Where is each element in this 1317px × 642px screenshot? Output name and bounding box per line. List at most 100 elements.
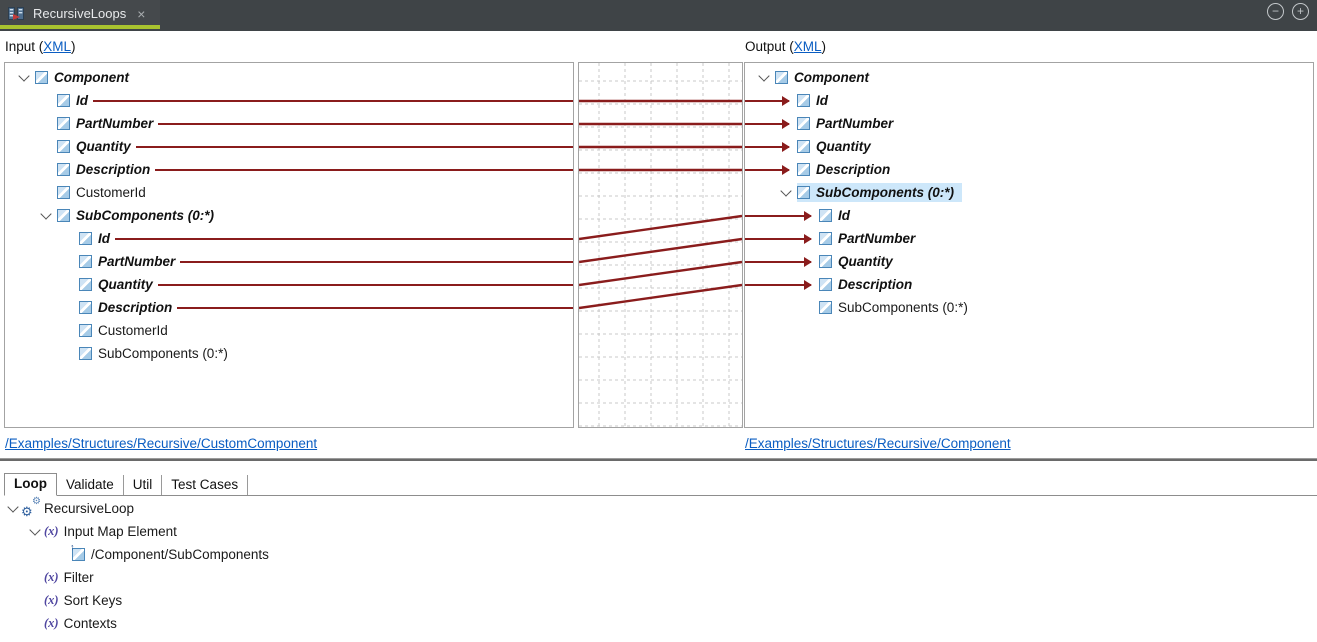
element-icon	[819, 278, 832, 291]
tree-item-sub-partnumber[interactable]: PartNumber	[5, 250, 573, 273]
function-icon: (x)	[44, 524, 59, 538]
input-tree-panel: Component Id PartNumber Quantity Descrip…	[4, 62, 574, 428]
tab-loop[interactable]: Loop	[4, 473, 57, 496]
element-icon	[79, 301, 92, 314]
tree-item-partnumber[interactable]: PartNumber	[5, 112, 573, 135]
chevron-down-icon[interactable]	[26, 529, 44, 534]
element-icon	[79, 232, 92, 245]
input-label: Input (	[5, 39, 44, 54]
chevron-down-icon[interactable]	[35, 213, 57, 218]
active-tab-underline	[0, 25, 160, 29]
element-icon	[797, 94, 810, 107]
horizontal-splitter[interactable]	[0, 458, 1317, 461]
tab-util[interactable]: Util	[124, 475, 163, 495]
tree-item-sub-quantity[interactable]: Quantity	[745, 250, 1313, 273]
tab-validate[interactable]: Validate	[57, 475, 124, 495]
tree-item-contexts[interactable]: (x) Contexts	[44, 616, 117, 631]
element-icon	[79, 278, 92, 291]
document-tab-recursiveloops[interactable]: RecursiveLoops ×	[0, 0, 160, 27]
output-label: Output (	[745, 39, 794, 54]
chevron-down-icon[interactable]	[4, 506, 22, 511]
mapping-line	[115, 237, 573, 240]
tree-item-component[interactable]: Component	[5, 66, 573, 89]
tree-item-component[interactable]: Component	[745, 66, 1313, 89]
tree-item-filter[interactable]: (x) Filter	[44, 570, 94, 585]
function-icon: (x)	[44, 570, 59, 584]
tree-item-quantity[interactable]: Quantity	[5, 135, 573, 158]
chevron-down-icon[interactable]	[775, 190, 797, 195]
mapping-canvas[interactable]	[578, 62, 743, 428]
tree-item-sub-customerid[interactable]: CustomerId	[5, 319, 573, 342]
tree-item-sub-subcomponents[interactable]: SubComponents (0:*)	[5, 342, 573, 365]
input-header: Input (XML)	[5, 39, 76, 54]
element-icon	[797, 186, 810, 199]
tree-item-recursiveloop[interactable]: ⚙⚙ RecursiveLoop	[0, 496, 1317, 520]
titlebar: RecursiveLoops × − +	[0, 0, 1317, 31]
mapping-tab-icon	[8, 6, 25, 22]
input-structure-link[interactable]: /Examples/Structures/Recursive/CustomCom…	[5, 436, 318, 451]
tree-item-component-subcomponents-path[interactable]: ↑ /Component/SubComponents	[70, 542, 269, 562]
element-icon	[57, 117, 70, 130]
mapping-line	[158, 122, 573, 125]
tree-item-input-map-element[interactable]: (x) Input Map Element	[0, 520, 1317, 543]
element-icon	[819, 301, 832, 314]
tree-item-customerid[interactable]: CustomerId	[5, 181, 573, 204]
element-icon	[79, 255, 92, 268]
minimize-icon[interactable]: −	[1267, 3, 1284, 20]
chevron-down-icon[interactable]	[13, 75, 35, 80]
mapping-line	[157, 283, 573, 286]
tree-item-id[interactable]: Id	[745, 89, 1313, 112]
element-icon	[57, 140, 70, 153]
tree-item-description[interactable]: Description	[5, 158, 573, 181]
tree-item-sub-id[interactable]: Id	[5, 227, 573, 250]
mapping-arrow	[745, 118, 790, 129]
tree-item-sort-keys[interactable]: (x) Sort Keys	[44, 593, 123, 608]
mapping-line	[135, 145, 573, 148]
output-header: Output (XML)	[745, 39, 826, 54]
tree-item-sub-subcomponents[interactable]: SubComponents (0:*)	[745, 296, 1313, 319]
tab-test-cases[interactable]: Test Cases	[162, 475, 249, 495]
paren: )	[71, 39, 76, 54]
tree-item-subcomponents-selected[interactable]: SubComponents (0:*)	[745, 181, 1313, 204]
window-controls: − +	[1267, 3, 1309, 20]
mapping-line	[155, 168, 573, 171]
output-structure-link[interactable]: /Examples/Structures/Recursive/Component	[745, 436, 1011, 451]
close-icon[interactable]: ×	[137, 5, 146, 22]
tree-item-partnumber[interactable]: PartNumber	[745, 112, 1313, 135]
mapping-line	[180, 260, 573, 263]
element-icon	[797, 140, 810, 153]
tree-item-description[interactable]: Description	[745, 158, 1313, 181]
bottom-tab-bar: Loop Validate Util Test Cases	[4, 473, 1317, 496]
mapping-arrow	[745, 210, 812, 221]
chevron-down-icon[interactable]	[753, 75, 775, 80]
tree-item-sub-id[interactable]: Id	[745, 204, 1313, 227]
tree-item-id[interactable]: Id	[5, 89, 573, 112]
mapping-arrow	[745, 141, 790, 152]
maximize-icon[interactable]: +	[1292, 3, 1309, 20]
tree-item-sub-quantity[interactable]: Quantity	[5, 273, 573, 296]
element-icon	[57, 209, 70, 222]
tree-item-quantity[interactable]: Quantity	[745, 135, 1313, 158]
element-icon	[797, 163, 810, 176]
mapping-arrow	[745, 233, 812, 244]
mapping-arrow	[745, 279, 812, 290]
output-tree-panel: Component Id PartNumber Quantity Descrip…	[744, 62, 1314, 428]
tab-title: RecursiveLoops	[33, 6, 127, 21]
output-xml-link[interactable]: XML	[793, 39, 822, 54]
element-icon	[57, 186, 70, 199]
element-icon	[775, 71, 788, 84]
input-xml-link[interactable]: XML	[43, 39, 72, 54]
mapping-line	[93, 99, 573, 102]
tree-item-subcomponents[interactable]: SubComponents (0:*)	[5, 204, 573, 227]
mapping-arrow	[745, 164, 790, 175]
tree-item-sub-description[interactable]: Description	[745, 273, 1313, 296]
gears-icon: ⚙⚙	[21, 496, 41, 519]
tree-item-sub-description[interactable]: Description	[5, 296, 573, 319]
tree-item-sub-partnumber[interactable]: PartNumber	[745, 227, 1313, 250]
mapping-arrow	[745, 95, 790, 106]
element-icon	[819, 209, 832, 222]
element-icon	[79, 347, 92, 360]
mapping-lines-graphic	[578, 63, 743, 427]
element-icon	[819, 255, 832, 268]
